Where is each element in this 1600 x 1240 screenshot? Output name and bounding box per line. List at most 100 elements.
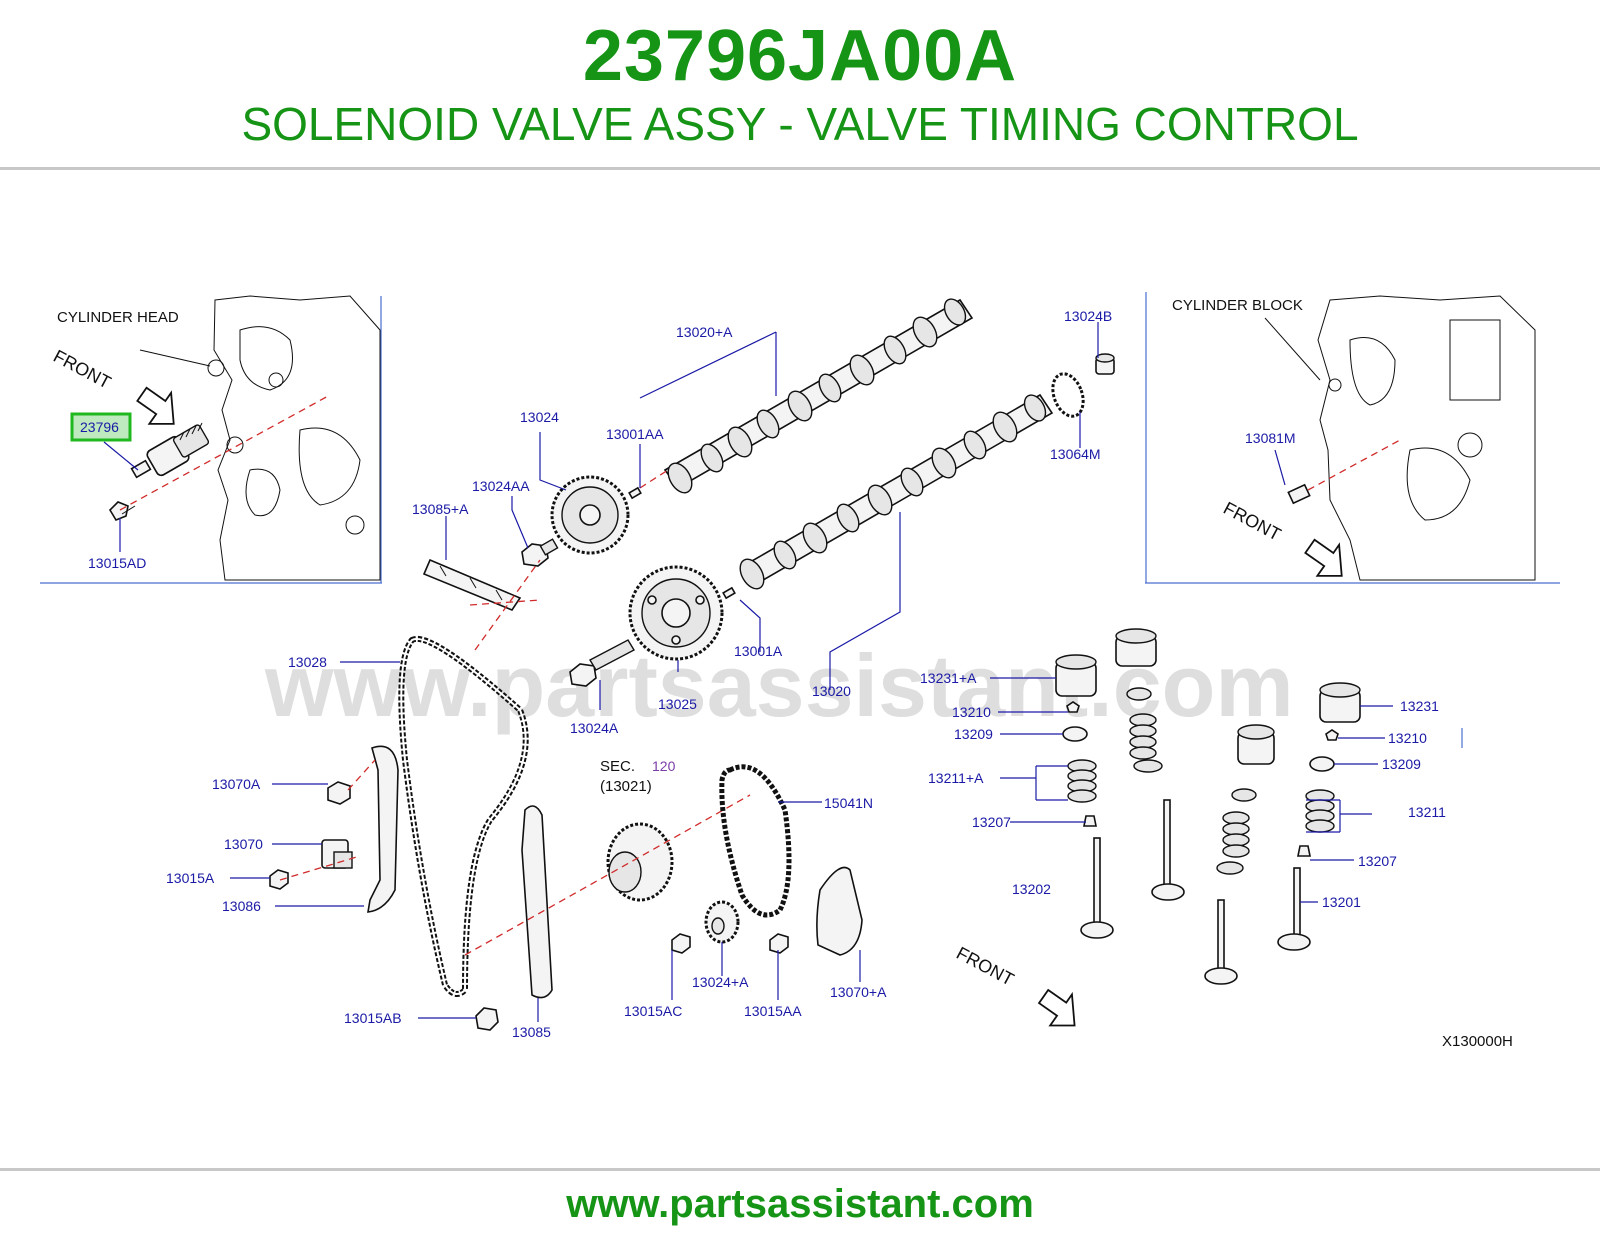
label-23796[interactable]: 23796 bbox=[80, 419, 119, 435]
leader-23796 bbox=[103, 441, 139, 471]
cylinder-block-outline bbox=[1317, 295, 1536, 581]
label-13015A[interactable]: 13015A bbox=[166, 870, 215, 886]
label-13015AC[interactable]: 13015AC bbox=[624, 1003, 682, 1019]
label-13001AA[interactable]: 13001AA bbox=[606, 426, 664, 442]
label-15041N[interactable]: 15041N bbox=[824, 795, 873, 811]
bolt-13015AA[interactable] bbox=[769, 933, 789, 954]
label-13085A[interactable]: 13085+A bbox=[412, 501, 469, 517]
keeper-13210R[interactable] bbox=[1325, 729, 1339, 741]
retainer-13209[interactable] bbox=[1062, 726, 1088, 742]
front-label: FRONT bbox=[1220, 498, 1284, 545]
bolt-13015AC[interactable] bbox=[671, 933, 691, 954]
valve-lifter-13231pA[interactable] bbox=[1055, 654, 1097, 697]
valve-13202[interactable] bbox=[1080, 837, 1114, 939]
guide-13085[interactable] bbox=[521, 805, 553, 999]
label-13211A[interactable]: 13211+A bbox=[928, 770, 984, 786]
label-13070A[interactable]: 13070A bbox=[212, 776, 261, 792]
valve-lifter-13231[interactable] bbox=[1319, 682, 1361, 723]
label-13020A[interactable]: 13020+A bbox=[676, 324, 733, 340]
camshaft-intake[interactable] bbox=[663, 295, 974, 496]
label-13015AB[interactable]: 13015AB bbox=[344, 1010, 402, 1026]
label-13070pA[interactable]: 13070+A bbox=[830, 984, 887, 1000]
valve-column-3[interactable] bbox=[1204, 899, 1238, 985]
tensioner-13070[interactable] bbox=[321, 839, 353, 869]
cylinder-head-boss bbox=[207, 359, 225, 377]
label-13207-left[interactable]: 13207 bbox=[972, 814, 1011, 830]
label-13028[interactable]: 13028 bbox=[288, 654, 327, 670]
label-13024A[interactable]: 13024A bbox=[570, 720, 619, 736]
front-label: FRONT bbox=[50, 346, 114, 393]
valve-spring-column-2[interactable] bbox=[1126, 687, 1163, 773]
sprocket-13024pA[interactable] bbox=[704, 900, 740, 944]
label-13202[interactable]: 13202 bbox=[1012, 881, 1051, 897]
seal-13207[interactable] bbox=[1083, 815, 1097, 827]
label-13001A[interactable]: 13001A bbox=[734, 643, 783, 659]
solenoid-valve-part[interactable] bbox=[130, 422, 210, 479]
spring-13211pA[interactable] bbox=[1067, 759, 1097, 803]
vtc-sprocket-13025[interactable] bbox=[628, 565, 724, 661]
label-13015AA[interactable]: 13015AA bbox=[744, 1003, 802, 1019]
label-13231[interactable]: 13231 bbox=[1400, 698, 1439, 714]
label-13024[interactable]: 13024 bbox=[520, 409, 559, 425]
centerline bbox=[464, 794, 751, 956]
label-13064M[interactable]: 13064M bbox=[1050, 446, 1101, 462]
front-label: FRONT bbox=[953, 943, 1017, 990]
valve-lifter-column-3[interactable] bbox=[1237, 724, 1275, 765]
guide-13085A[interactable] bbox=[422, 558, 522, 611]
tensioner-13070pA[interactable] bbox=[816, 866, 863, 956]
spring-13211[interactable] bbox=[1305, 789, 1335, 833]
crank-sprocket-13021[interactable] bbox=[606, 822, 674, 902]
bolt-13015AB[interactable] bbox=[475, 1007, 499, 1031]
label-13207-right[interactable]: 13207 bbox=[1358, 853, 1397, 869]
label-13209-left[interactable]: 13209 bbox=[954, 726, 993, 742]
seal-13207R[interactable] bbox=[1297, 845, 1311, 857]
camshaft-exhaust[interactable] bbox=[735, 391, 1054, 592]
bolt-13015A[interactable] bbox=[269, 869, 289, 890]
bolt-13024A[interactable] bbox=[569, 639, 635, 687]
label-13210-right[interactable]: 13210 bbox=[1388, 730, 1427, 746]
footer-url[interactable]: www.partsassistant.com bbox=[566, 1182, 1034, 1226]
guide-13086[interactable] bbox=[367, 745, 399, 913]
label-13086[interactable]: 13086 bbox=[222, 898, 261, 914]
cylinder-head-boss bbox=[226, 436, 244, 454]
pin-13001AA[interactable] bbox=[628, 486, 642, 500]
page-header: 23796JA00A SOLENOID VALVE ASSY - VALVE T… bbox=[0, 0, 1600, 170]
ring-13064M[interactable] bbox=[1047, 370, 1088, 421]
label-13025[interactable]: 13025 bbox=[658, 696, 697, 712]
label-13085[interactable]: 13085 bbox=[512, 1024, 551, 1040]
plug-13081M[interactable] bbox=[1287, 483, 1311, 505]
label-13231A[interactable]: 13231+A bbox=[920, 670, 977, 686]
sec-number-link[interactable]: 120 bbox=[652, 758, 676, 774]
valve-lifter-top[interactable] bbox=[1115, 628, 1157, 667]
valve-13201[interactable] bbox=[1277, 867, 1311, 951]
label-13209-right[interactable]: 13209 bbox=[1382, 756, 1421, 772]
valve-column-2[interactable] bbox=[1151, 799, 1185, 901]
keeper-13210[interactable] bbox=[1066, 701, 1080, 713]
valve-spring-column-3[interactable] bbox=[1216, 788, 1257, 875]
centerline bbox=[347, 759, 376, 791]
bolt-13015AD[interactable] bbox=[108, 501, 136, 521]
label-13070[interactable]: 13070 bbox=[224, 836, 263, 852]
cylinder-block-boss bbox=[1328, 378, 1342, 392]
label-13020[interactable]: 13020 bbox=[812, 683, 851, 699]
sprocket-13024[interactable] bbox=[550, 475, 630, 555]
sec-label: SEC. bbox=[600, 758, 635, 775]
front-arrow-icon bbox=[1037, 988, 1076, 1027]
label-13024AA[interactable]: 13024AA bbox=[472, 478, 530, 494]
cylinder-head-boss bbox=[345, 515, 365, 535]
plug-13024B[interactable] bbox=[1095, 353, 1115, 375]
label-13201[interactable]: 13201 bbox=[1322, 894, 1361, 910]
label-13211[interactable]: 13211 bbox=[1408, 804, 1446, 820]
label-13024pA[interactable]: 13024+A bbox=[692, 974, 749, 990]
oil-pump-chain-15041N[interactable] bbox=[719, 764, 792, 918]
cylinder-block-label: CYLINDER BLOCK bbox=[1172, 297, 1303, 314]
pin-13001A[interactable] bbox=[722, 586, 736, 600]
label-13015AD[interactable]: 13015AD bbox=[88, 555, 146, 571]
highlight-box[interactable] bbox=[70, 412, 132, 442]
label-13081M[interactable]: 13081M bbox=[1245, 430, 1296, 446]
bolt-13070A[interactable] bbox=[327, 781, 351, 805]
bolt-13024AA[interactable] bbox=[521, 538, 559, 567]
label-13210-left[interactable]: 13210 bbox=[952, 704, 991, 720]
label-13024B[interactable]: 13024B bbox=[1064, 308, 1112, 324]
retainer-13209R[interactable] bbox=[1309, 756, 1335, 772]
